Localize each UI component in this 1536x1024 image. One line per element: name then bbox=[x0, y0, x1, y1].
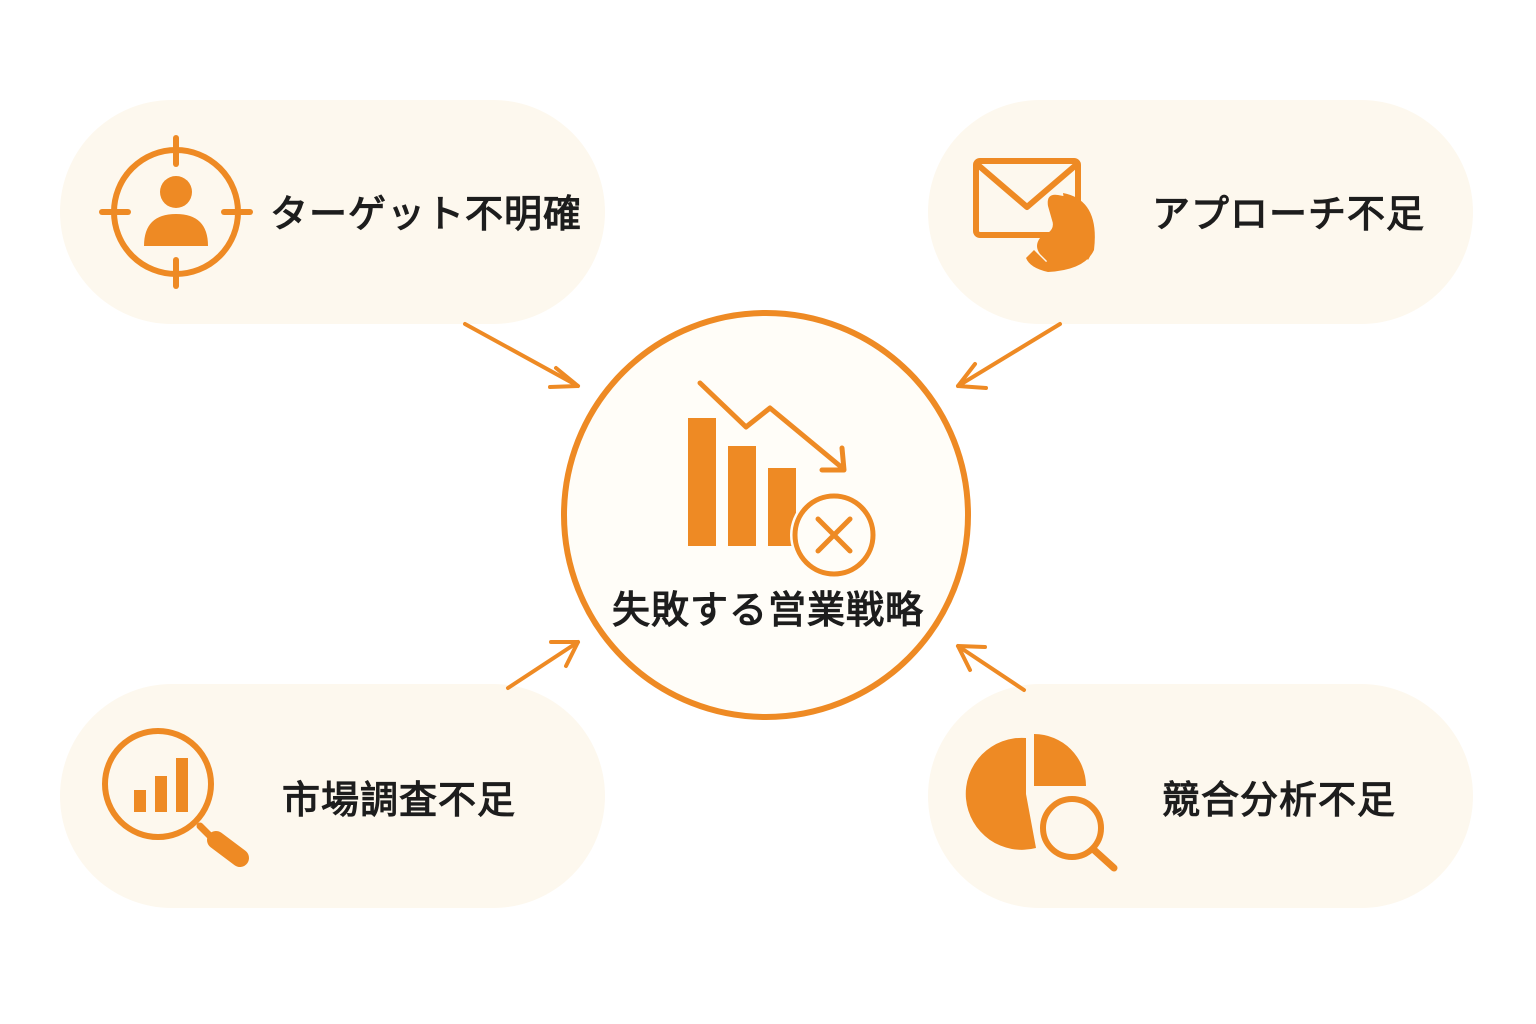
arrow-from-target bbox=[463, 322, 580, 389]
center-label: 失敗する営業戦略 bbox=[611, 588, 924, 632]
factor-card-approach bbox=[928, 100, 1473, 324]
arrow-from-approach bbox=[956, 322, 1062, 390]
factor-label-competitor-analysis: 競合分析不足 bbox=[1162, 778, 1397, 822]
declining-bar-chart-with-x-icon bbox=[688, 380, 878, 579]
factor-card-market-research bbox=[60, 684, 605, 908]
factor-card-target bbox=[60, 100, 605, 324]
factor-label-approach: アプローチ不足 bbox=[1152, 192, 1426, 236]
pie-chart-magnifier-icon bbox=[965, 734, 1118, 872]
center-circle bbox=[561, 310, 971, 720]
factor-label-target: ターゲット不明確 bbox=[270, 192, 583, 236]
arrow-from-competitor-analysis bbox=[956, 644, 1026, 692]
magnifier-bar-chart-icon bbox=[102, 728, 249, 867]
factor-label-market-research: 市場調査不足 bbox=[282, 778, 517, 822]
envelope-phone-icon bbox=[973, 158, 1095, 272]
arrow-from-market-research bbox=[506, 640, 580, 690]
target-person-icon bbox=[99, 135, 253, 289]
